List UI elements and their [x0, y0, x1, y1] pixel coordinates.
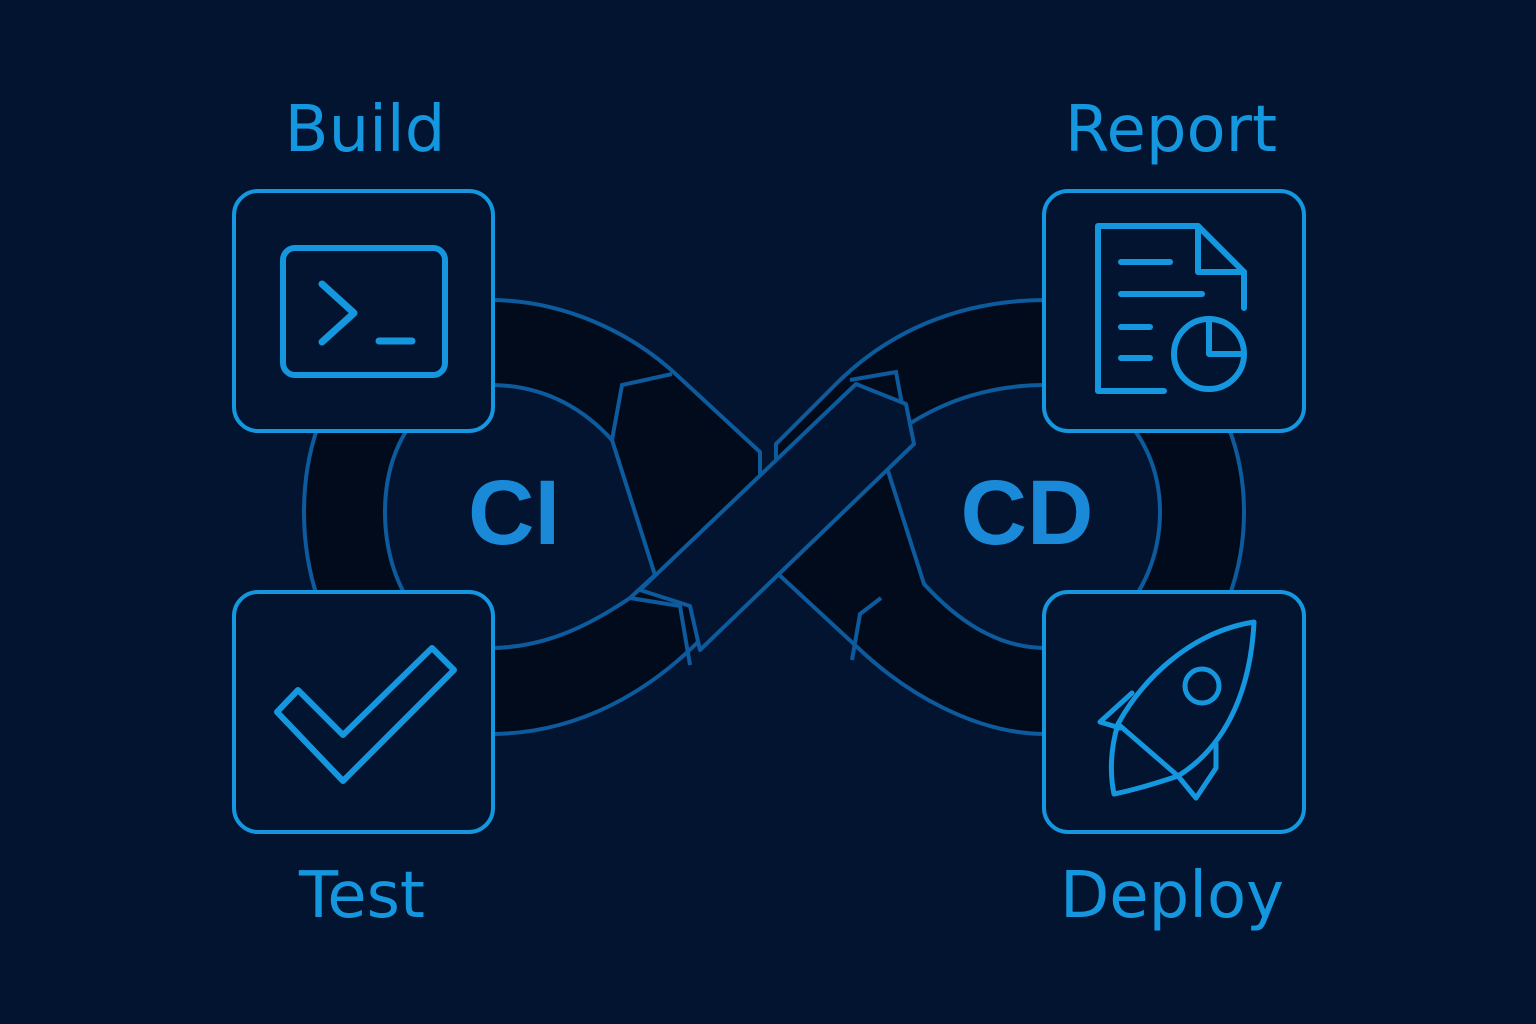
report-document-icon [1095, 223, 1247, 394]
deploy-label: Deploy [1059, 859, 1285, 933]
loop-crossing-bar [638, 382, 916, 652]
terminal-icon [280, 245, 448, 378]
build-label: Build [284, 93, 446, 167]
rocket-icon [1097, 619, 1257, 801]
report-label: Report [1064, 93, 1278, 167]
cd-hub-label: CD [960, 462, 1094, 564]
ci-hub-label: CI [468, 462, 560, 564]
test-card [232, 590, 495, 834]
build-card [232, 189, 495, 433]
test-label: Test [298, 859, 426, 933]
report-card [1042, 189, 1306, 433]
checkmark-icon [274, 645, 457, 784]
deploy-card [1042, 590, 1306, 834]
